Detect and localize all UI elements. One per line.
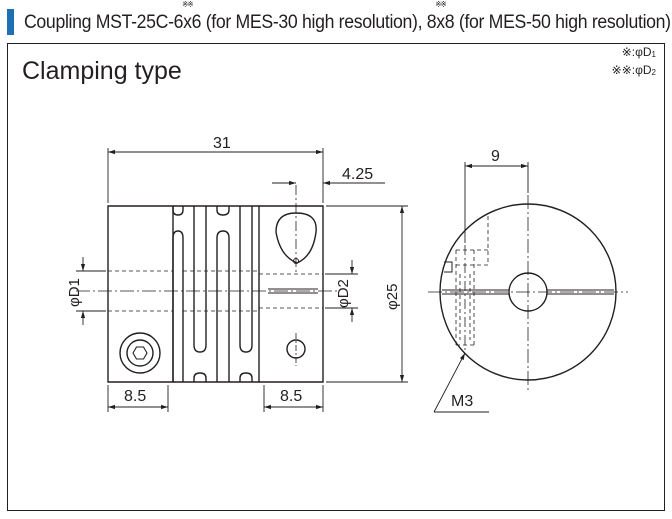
dim-right-width (263, 385, 324, 412)
size-8x8-marks: ※※ (435, 0, 447, 9)
header-title-mid: (for MES-30 high resolution), (201, 12, 427, 33)
size-6x6-marks: ※※ (182, 0, 194, 9)
right-hub (259, 205, 324, 383)
header-title-suffix: (for MES-50 high resolution) (454, 12, 671, 33)
hex-screw-outer (119, 332, 161, 374)
side-hidden-screw (455, 216, 489, 346)
size-6x6: ※※ 6x6 (173, 1, 202, 36)
dim-bore1 (76, 257, 106, 325)
dim-outer (326, 205, 408, 383)
front-view (76, 185, 340, 383)
size-8x8: ※※ 8x8 (426, 1, 455, 36)
note-d2-sub: 2 (651, 68, 656, 77)
dim-right-width-label: 8.5 (280, 388, 302, 405)
dim-length-label: 31 (213, 135, 231, 152)
dim-bore2 (325, 260, 358, 322)
note-d2-symbol: φD (635, 63, 652, 77)
dim-length (107, 148, 324, 203)
dim-side-offset (464, 162, 529, 243)
left-hub (107, 205, 174, 383)
screw-access-hole (275, 212, 317, 264)
hex-socket-icon (132, 346, 148, 360)
m3-label: M3 (451, 393, 473, 410)
slits-bottom (172, 230, 253, 382)
note-d2: ※※:φD2 (612, 63, 656, 79)
note-d1-mark: ※: (621, 45, 636, 59)
header-title: Coupling MST-25C- ※※ 6x6 (for MES-30 high … (24, 1, 671, 36)
dim-left-width-label: 8.5 (124, 388, 146, 405)
header-title-prefix: Coupling MST-25C- (24, 12, 174, 33)
hidden-bores (108, 270, 323, 312)
header: Coupling MST-25C- ※※ 6x6 (for MES-30 high … (0, 0, 672, 36)
note-d2-mark: ※※: (611, 63, 636, 77)
dim-outer-label: φ25 (384, 284, 401, 310)
note-d1: ※:φD1 (622, 45, 656, 61)
note-d1-sub: 1 (651, 50, 656, 59)
m3-leader (433, 352, 489, 413)
dim-offset-label: 4.25 (342, 166, 373, 183)
drawing-frame (7, 43, 665, 511)
size-6x6-label: 6x6 (173, 12, 202, 33)
dim-left-width (107, 385, 169, 412)
size-8x8-label: 8x8 (426, 12, 455, 33)
section-title: Clamping type (22, 57, 182, 85)
dim-bore1-label: φD1 (66, 278, 83, 307)
slit-body (173, 205, 260, 383)
header-accent-bar (7, 9, 14, 35)
dim-bore2-label: φD2 (335, 279, 352, 308)
dim-side-offset-label: 9 (491, 148, 500, 165)
slits-top (172, 206, 253, 353)
note-d1-symbol: φD (635, 45, 652, 59)
side-view (428, 195, 628, 390)
